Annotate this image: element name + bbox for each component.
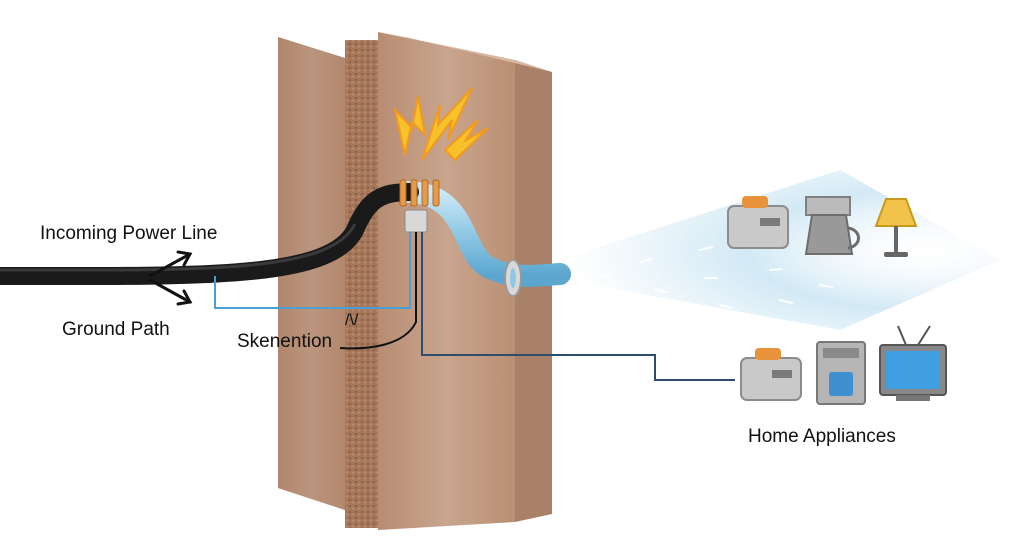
espresso-machine-icon xyxy=(816,341,866,405)
sensor-wire xyxy=(339,232,417,350)
wall-back-panel xyxy=(278,37,345,510)
lightning-icon xyxy=(393,87,489,162)
home-appliances-label: Home Appliances xyxy=(748,426,896,447)
junction-box xyxy=(404,209,428,233)
junction-rings xyxy=(399,179,440,207)
skenention-label: Skenention xyxy=(237,331,333,352)
ground-path-label: Ground Path xyxy=(62,319,170,340)
water-spray xyxy=(520,170,1000,330)
appliance-wire xyxy=(421,232,735,381)
toaster-icon xyxy=(740,348,802,401)
meter-glyph: /\/ xyxy=(345,312,359,329)
ground-wire-blue xyxy=(214,232,411,309)
coffee-maker-icon xyxy=(804,196,860,255)
wall-front-panel xyxy=(378,32,552,530)
toaster-icon xyxy=(727,196,789,249)
lamp-icon xyxy=(874,198,918,257)
incoming-power-line-label: Incoming Power Line xyxy=(40,223,218,244)
power-cable xyxy=(0,183,419,286)
water-pipe xyxy=(394,181,571,287)
tv-icon xyxy=(879,325,947,401)
arrows xyxy=(148,250,193,306)
